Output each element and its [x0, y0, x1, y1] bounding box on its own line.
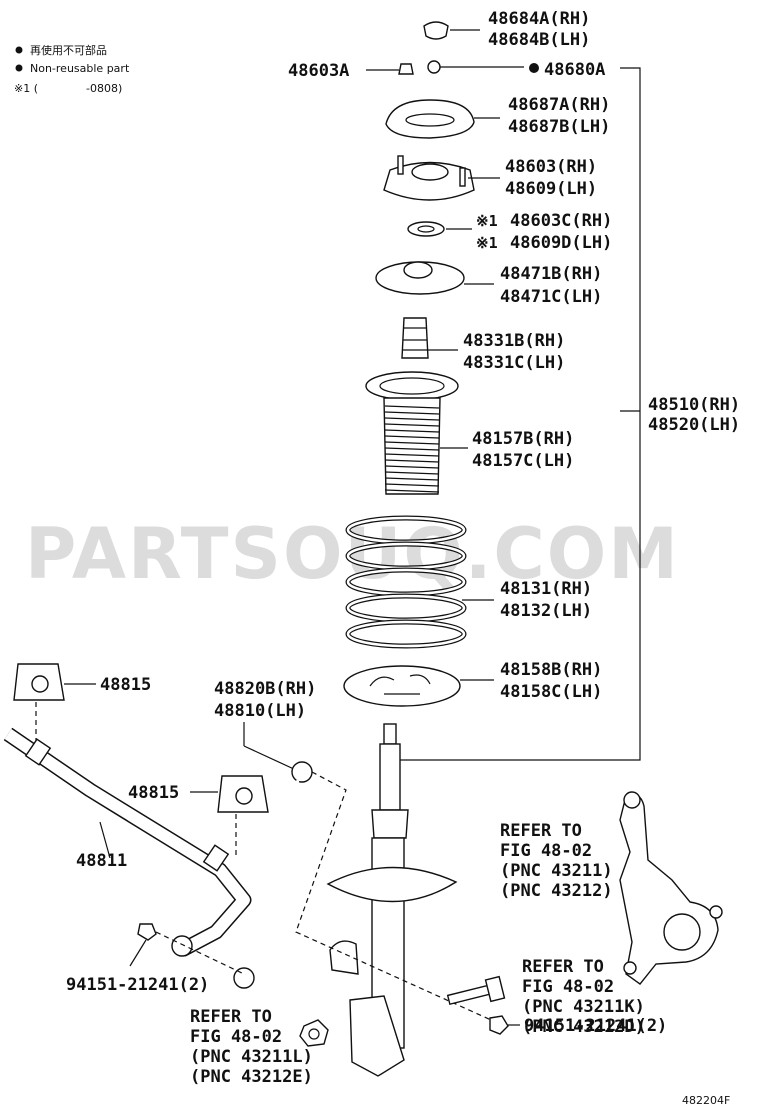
steering-knuckle-part — [619, 791, 723, 985]
label-48603: 48603(RH) — [505, 157, 597, 177]
label-48684b: 48684B(LH) — [488, 30, 590, 50]
label-48603a: 48603A — [288, 61, 349, 81]
bump-stopper-part — [401, 317, 429, 359]
label-48331b: 48331B(RH) — [463, 331, 565, 351]
label-48157c: 48157C(LH) — [472, 451, 574, 471]
legend-note-prefix: ※1 ( — [14, 82, 38, 95]
label-48815-top: 48815 — [100, 675, 151, 695]
label-94151-left: 94151-21241(2) — [66, 975, 209, 995]
label-48471c: 48471C(LH) — [500, 287, 602, 307]
label-48815-mid: 48815 — [128, 783, 179, 803]
diagram-id: 482204F — [682, 1094, 730, 1107]
nut-48680a-part — [427, 60, 441, 74]
label-48331c: 48331C(LH) — [463, 353, 565, 373]
nut-bottom-part — [299, 1019, 329, 1047]
nut-48603a-part — [398, 63, 414, 75]
label-48687a: 48687A(RH) — [508, 95, 610, 115]
legend-non-reusable-jp: 再使用不可部品 — [30, 43, 107, 57]
label-48510: 48510(RH) — [648, 395, 740, 415]
ref-nut-2: FIG 48-02 — [190, 1027, 282, 1047]
ref-nut-1: REFER TO — [190, 1007, 272, 1027]
ref-knuckle-1: REFER TO — [500, 821, 582, 841]
ref-bolt-3: (PNC 43211K) — [522, 997, 645, 1017]
ref-knuckle-2: FIG 48-02 — [500, 841, 592, 861]
non-reusable-mark — [529, 63, 539, 73]
ref-nut-4: (PNC 43212E) — [190, 1067, 313, 1087]
stabilizer-bar-part — [3, 727, 252, 957]
label-48609: 48609(LH) — [505, 179, 597, 199]
label-48157b: 48157B(RH) — [472, 429, 574, 449]
ref-knuckle-4: (PNC 43212) — [500, 881, 613, 901]
support-plate-part — [385, 99, 475, 139]
shock-absorber-part — [326, 723, 458, 1077]
bolt-part — [446, 975, 506, 1006]
ref-bolt-2: FIG 48-02 — [522, 977, 614, 997]
stabilizer-bushing-top-part — [13, 663, 65, 701]
nut-94151-left-part — [137, 923, 157, 941]
note-mark-2: ※1 — [476, 234, 498, 252]
washer-48603c-part — [407, 221, 445, 237]
label-48471b: 48471B(RH) — [500, 264, 602, 284]
ref-bolt-4: (PNC 43212D) — [522, 1017, 645, 1037]
label-48520: 48520(LH) — [648, 415, 740, 435]
ref-knuckle-3: (PNC 43211) — [500, 861, 613, 881]
label-48131: 48131(RH) — [500, 579, 592, 599]
legend: 再使用不可部品 Non-reusable part ※1 ( -0808) — [14, 43, 130, 95]
ref-nut-3: (PNC 43211L) — [190, 1047, 313, 1067]
label-48687b: 48687B(LH) — [508, 117, 610, 137]
stabilizer-bushing-mid-part — [217, 775, 269, 813]
note-mark-1: ※1 — [476, 212, 498, 230]
label-48811: 48811 — [76, 851, 127, 871]
assembly-bracket — [400, 67, 641, 761]
dust-cap-part — [423, 21, 449, 40]
label-48158b: 48158B(RH) — [500, 660, 602, 680]
nut-94151-right-part — [489, 1015, 509, 1035]
legend-non-reusable-en: Non-reusable part — [30, 62, 130, 75]
stabilizer-link-part — [233, 761, 313, 989]
label-48820b: 48820B(RH) — [214, 679, 316, 699]
legend-note-suffix: -0808) — [86, 82, 122, 95]
spring-seat-part — [343, 665, 461, 707]
label-94151-right: 94151-21241(2) — [524, 1016, 667, 1036]
ref-bolt-1: REFER TO — [522, 957, 604, 977]
label-48132: 48132(LH) — [500, 601, 592, 621]
strut-mount-part — [383, 155, 475, 201]
label-48609d: 48609D(LH) — [510, 233, 612, 253]
label-48684a: 48684A(RH) — [488, 9, 590, 29]
label-48810: 48810(LH) — [214, 701, 306, 721]
label-48680a: 48680A — [544, 60, 605, 80]
coil-spring-part — [345, 515, 467, 649]
label-48603c: 48603C(RH) — [510, 211, 612, 231]
bearing-part — [375, 261, 465, 295]
label-48158c: 48158C(LH) — [500, 682, 602, 702]
dust-boot-part — [365, 371, 459, 495]
